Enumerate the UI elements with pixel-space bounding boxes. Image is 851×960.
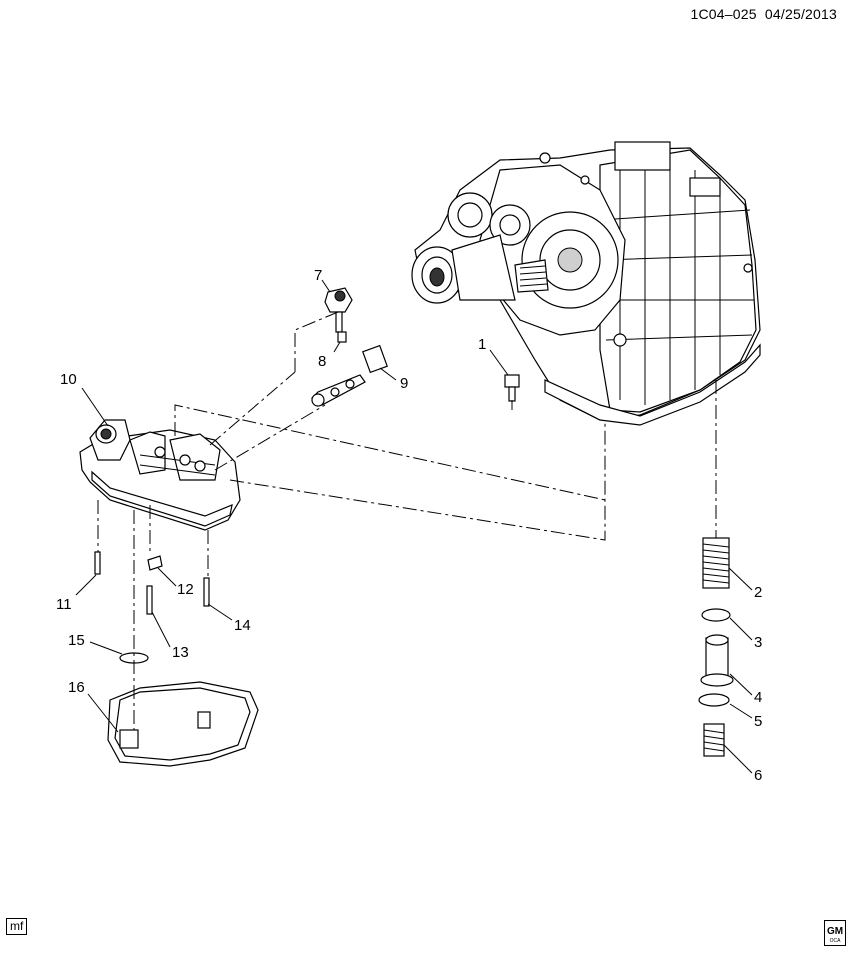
diagram-code: 1C04–025 bbox=[690, 6, 757, 22]
callout-labels: 1 2 3 4 5 6 7 8 9 10 11 12 13 14 15 16 bbox=[56, 267, 762, 784]
o-ring-5 bbox=[698, 693, 730, 707]
transmission-assembly bbox=[411, 141, 761, 426]
callout-13: 13 bbox=[172, 644, 189, 661]
valve-body bbox=[79, 419, 241, 531]
bolt-11 bbox=[94, 551, 101, 575]
callout-6: 6 bbox=[754, 767, 762, 784]
callout-2: 2 bbox=[754, 584, 762, 601]
filter bbox=[107, 681, 259, 767]
bolt-1 bbox=[504, 374, 520, 402]
wiring-harness bbox=[311, 344, 388, 407]
callout-12: 12 bbox=[177, 581, 194, 598]
gm-logo-text: GM bbox=[827, 926, 843, 937]
spring-2 bbox=[702, 537, 730, 589]
diagram-date: 04/25/2013 bbox=[764, 6, 837, 22]
diagram-header: 1C04–025 04/25/2013 bbox=[691, 6, 837, 22]
callout-16: 16 bbox=[68, 679, 85, 696]
callout-10: 10 bbox=[60, 371, 77, 388]
callout-7: 7 bbox=[314, 267, 322, 284]
sensor bbox=[324, 287, 353, 343]
clip-12 bbox=[147, 555, 163, 571]
gm-logo-sub: OCA bbox=[830, 938, 842, 944]
spring-6 bbox=[703, 723, 725, 757]
callout-4: 4 bbox=[754, 689, 762, 706]
piston-4 bbox=[700, 634, 734, 687]
callout-5: 5 bbox=[754, 713, 762, 730]
callout-15: 15 bbox=[68, 632, 85, 649]
callout-8: 8 bbox=[318, 353, 326, 370]
bolt-13 bbox=[146, 585, 153, 615]
connector-lines bbox=[97, 311, 717, 730]
callout-1: 1 bbox=[478, 336, 486, 353]
leader-lines bbox=[75, 279, 753, 774]
gm-logo: GM OCA bbox=[824, 920, 846, 946]
bolt-14 bbox=[203, 577, 210, 607]
callout-14: 14 bbox=[234, 617, 251, 634]
callout-11: 11 bbox=[56, 596, 72, 613]
o-ring-3 bbox=[701, 608, 731, 622]
mf-label: mf bbox=[6, 918, 28, 935]
callout-9: 9 bbox=[400, 375, 408, 392]
callout-3: 3 bbox=[754, 634, 762, 651]
